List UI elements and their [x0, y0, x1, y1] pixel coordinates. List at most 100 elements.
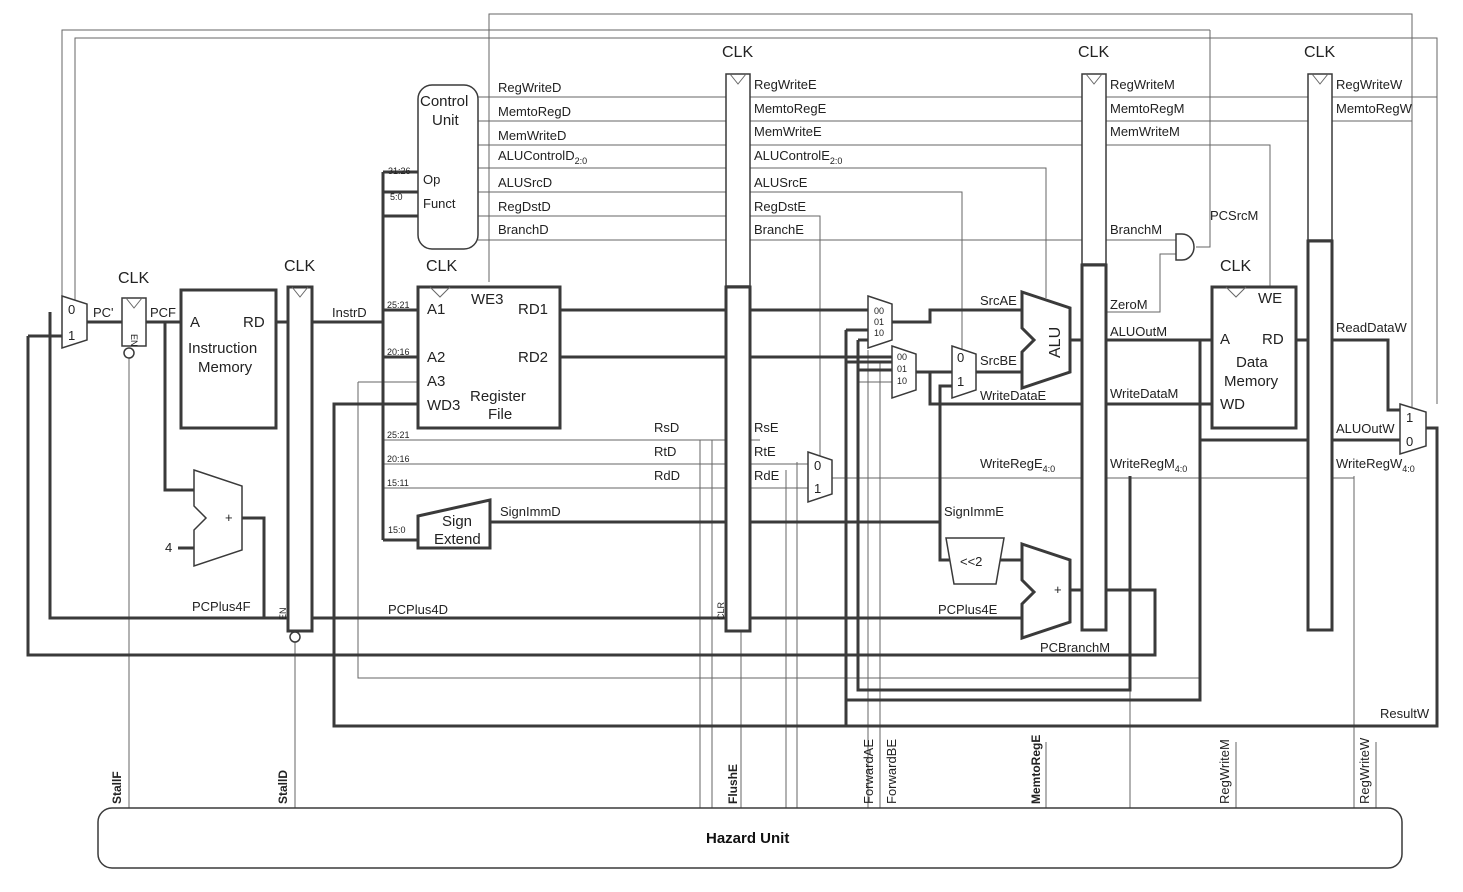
svg-text:RD2: RD2 — [518, 349, 548, 366]
instruction-fields: 31:26 5:0 25:21 20:16 25:21 20:16 15:11 … — [387, 166, 411, 535]
svg-text:RD: RD — [1262, 331, 1284, 348]
branch-adder: + — [1020, 541, 1072, 641]
svg-text:RD1: RD1 — [518, 301, 548, 318]
svg-text:MemtoRegD: MemtoRegD — [498, 104, 571, 119]
svg-text:BranchE: BranchE — [754, 222, 804, 237]
svg-text:PCF: PCF — [150, 305, 176, 320]
svg-text:15:11: 15:11 — [387, 478, 409, 488]
svg-text:+: + — [1054, 582, 1062, 597]
pc-mux: 0 1 — [61, 294, 88, 350]
svg-text:A: A — [1220, 331, 1230, 348]
svg-text:ZeroM: ZeroM — [1110, 297, 1148, 312]
memtoreg-mux: 1 0 — [1399, 402, 1427, 456]
svg-text:00: 00 — [874, 306, 884, 316]
svg-text:MemtoRegM: MemtoRegM — [1110, 101, 1184, 116]
svg-text:RegWriteM: RegWriteM — [1110, 77, 1175, 92]
svg-text:10: 10 — [874, 328, 884, 338]
svg-text:Op: Op — [423, 172, 440, 187]
svg-text:Memory: Memory — [1224, 373, 1279, 390]
pc-register: EN CLK — [118, 270, 149, 359]
svg-text:RdD: RdD — [654, 468, 680, 483]
svg-text:Memory: Memory — [198, 359, 253, 376]
svg-text:1: 1 — [814, 481, 821, 496]
svg-text:01: 01 — [897, 364, 907, 374]
svg-text:Funct: Funct — [423, 196, 456, 211]
svg-text:ForwardAE: ForwardAE — [861, 739, 876, 804]
alusrc-mux: 0 1 — [951, 344, 977, 400]
svg-text:0: 0 — [1406, 434, 1413, 449]
svg-text:BranchM: BranchM — [1110, 222, 1162, 237]
svg-text:RegWriteM: RegWriteM — [1217, 739, 1232, 804]
id-ex-register: CLK CLR — [716, 44, 753, 633]
svg-text:BranchD: BranchD — [498, 222, 549, 237]
svg-text:WE3: WE3 — [471, 291, 504, 308]
control-wires — [61, 13, 1438, 810]
svg-text:MemtoRegE: MemtoRegE — [1029, 735, 1043, 804]
svg-text:Hazard Unit: Hazard Unit — [706, 830, 789, 847]
svg-text:ALUControlE2:0: ALUControlE2:0 — [754, 148, 842, 166]
svg-text:EN: EN — [129, 334, 139, 347]
svg-text:WriteRegE4:0: WriteRegE4:0 — [980, 456, 1055, 474]
svg-text:MemWriteD: MemWriteD — [498, 128, 566, 143]
svg-text:00: 00 — [897, 352, 907, 362]
data-memory: CLK WE A RD Data Memory WD — [1210, 258, 1298, 430]
svg-text:CLK: CLK — [722, 44, 753, 61]
svg-text:PCPlus4E: PCPlus4E — [938, 602, 998, 617]
svg-text:EN: EN — [278, 607, 288, 620]
pc-adder-f: + 4 — [165, 468, 243, 568]
forward-a-mux: 00 01 10 — [867, 294, 893, 350]
svg-text:20:16: 20:16 — [387, 347, 410, 357]
svg-text:RsE: RsE — [754, 420, 779, 435]
svg-text:1: 1 — [957, 374, 964, 389]
hazard-unit: Hazard Unit StallF StallD FlushE Forward… — [97, 735, 1403, 869]
svg-text:CLK: CLK — [1078, 44, 1109, 61]
svg-text:Extend: Extend — [434, 531, 481, 548]
svg-text:RsD: RsD — [654, 420, 679, 435]
svg-text:WE: WE — [1258, 290, 1282, 307]
svg-text:PCSrcM: PCSrcM — [1210, 208, 1258, 223]
svg-text:ALU: ALU — [1047, 327, 1064, 358]
svg-text:1: 1 — [68, 328, 75, 343]
svg-text:A3: A3 — [427, 373, 445, 390]
svg-text:01: 01 — [874, 317, 884, 327]
svg-text:MemtoRegW: MemtoRegW — [1336, 101, 1413, 116]
svg-text:RdE: RdE — [754, 468, 780, 483]
svg-text:SignImmD: SignImmD — [500, 504, 561, 519]
svg-text:WriteDataE: WriteDataE — [980, 388, 1047, 403]
svg-text:0: 0 — [957, 350, 964, 365]
svg-text:1: 1 — [1406, 410, 1413, 425]
svg-text:Sign: Sign — [442, 513, 472, 530]
svg-text:WD3: WD3 — [427, 397, 460, 414]
svg-text:WriteDataM: WriteDataM — [1110, 386, 1178, 401]
svg-text:PC': PC' — [93, 305, 114, 320]
svg-text:RD: RD — [243, 314, 265, 331]
d-stage-labels: InstrD PC' PCF PCPlus4F PCPlus4D RegWrit… — [93, 80, 680, 617]
svg-text:WD: WD — [1220, 396, 1245, 413]
e-stage-labels: RegWriteE MemtoRegE MemWriteE ALUControl… — [754, 77, 1110, 655]
mem-wb-register: CLK — [1304, 44, 1335, 632]
control-unit: Control Unit Op Funct — [417, 84, 479, 250]
svg-text:FlushE: FlushE — [726, 764, 740, 804]
svg-text:ReadDataW: ReadDataW — [1336, 320, 1408, 335]
svg-text:RtD: RtD — [654, 444, 676, 459]
forward-b-mux: 00 01 10 — [891, 344, 917, 400]
svg-text:10: 10 — [897, 376, 907, 386]
svg-text:ALUControlD2:0: ALUControlD2:0 — [498, 148, 587, 166]
svg-text:ResultW: ResultW — [1380, 706, 1430, 721]
shift-left-2: <<2 — [945, 537, 1005, 585]
svg-text:25:21: 25:21 — [387, 300, 410, 310]
if-id-register: EN CLK — [278, 258, 315, 643]
branch-and-gate — [1175, 233, 1195, 261]
svg-text:SrcAE: SrcAE — [980, 293, 1017, 308]
w-stage-labels: RegWriteW MemtoRegW ReadDataW ALUOutW Wr… — [1336, 77, 1430, 721]
register-file: CLK A1 WE3 RD1 A2 RD2 A3 WD3 Register Fi… — [416, 258, 562, 430]
svg-text:15:0: 15:0 — [388, 525, 406, 535]
ex-mem-register: CLK — [1078, 44, 1109, 632]
svg-text:WriteRegW4:0: WriteRegW4:0 — [1336, 456, 1415, 474]
svg-text:CLR: CLR — [716, 601, 726, 620]
svg-text:MemWriteE: MemWriteE — [754, 124, 822, 139]
svg-text:File: File — [488, 406, 512, 423]
svg-text:PCPlus4F: PCPlus4F — [192, 599, 251, 614]
svg-text:CLK: CLK — [284, 258, 315, 275]
